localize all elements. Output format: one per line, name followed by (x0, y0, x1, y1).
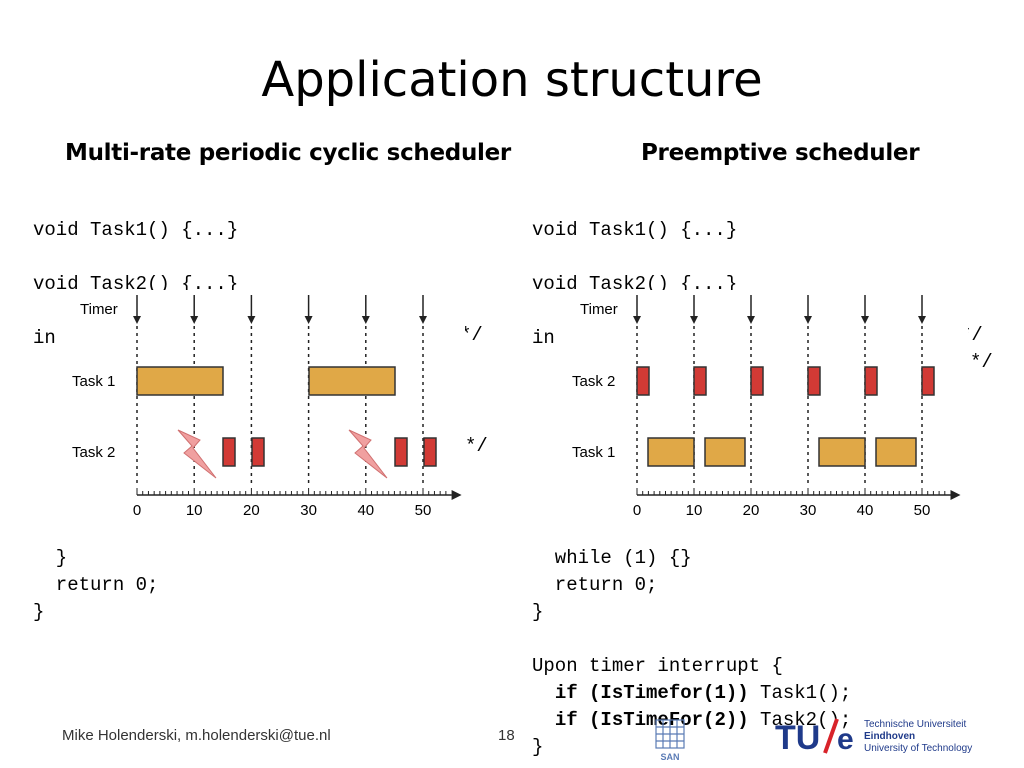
tue-line: Technische Universiteit (864, 719, 967, 730)
code-line: Upon timer interrupt { (532, 655, 783, 677)
diagram-background (60, 290, 465, 525)
timer-label: Timer (80, 301, 118, 318)
axis-tick-label: 40 (357, 502, 374, 519)
axis-tick-label: 10 (186, 502, 203, 519)
axis-tick-label: 20 (743, 502, 760, 519)
arrow-head-icon (861, 316, 869, 324)
code-line: } (33, 547, 68, 569)
task1-job (136, 366, 224, 396)
task1-job (647, 437, 695, 467)
axis-tick-label: 40 (857, 502, 874, 519)
code-line: } (33, 601, 45, 623)
tue-logo: TU e (775, 716, 854, 757)
task1-job (875, 437, 917, 467)
arrow-head-icon (304, 316, 313, 324)
code-line: void Task2() {...} (532, 273, 738, 295)
task2-job (394, 437, 408, 467)
code-line (33, 244, 238, 271)
left-code-fragment: */ (465, 435, 488, 457)
code-line: in (33, 327, 56, 349)
tue-line: University of Technology (864, 743, 973, 754)
task2-job (693, 366, 707, 396)
code-condition: if (IsTimefor(1)) (554, 682, 749, 704)
task2-job (807, 366, 821, 396)
task1-job (308, 366, 396, 396)
code-line: while (1) {} (532, 547, 692, 569)
cyclic-schedule-diagram: Timer Task 1 Task 2 0 10 20 30 40 50 (60, 290, 465, 525)
axis-tick-label: 0 (133, 502, 141, 519)
code-line: void Task1() {...} (33, 219, 239, 241)
code-line (532, 244, 737, 271)
axis-tick-label: 50 (415, 502, 432, 519)
left-code-top: void Task1() {...} void Task2() {...} in (33, 190, 238, 352)
arrow-head-icon (804, 316, 812, 324)
axis-tick-label: 50 (914, 502, 931, 519)
arrow-head-icon (633, 316, 641, 324)
arrow-head-icon (133, 316, 141, 324)
code-line: } (532, 601, 544, 623)
diagram-background (560, 290, 968, 522)
tue-mark-text: TU (775, 719, 820, 756)
axis-tick-label: 30 (300, 502, 317, 519)
axis-arrow-icon (950, 490, 961, 500)
san-grid (655, 719, 685, 749)
arrow-head-icon (918, 316, 926, 324)
axis-tick-label: 0 (633, 502, 641, 519)
code-line: } (532, 736, 544, 758)
row-label-task2: Task 2 (572, 373, 615, 390)
arrow-head-icon (361, 316, 370, 324)
code-line: return 0; (532, 574, 658, 596)
slide-title: Application structure (261, 52, 763, 108)
row-label-task1: Task 1 (72, 373, 115, 390)
row-label-task1: Task 1 (572, 444, 615, 461)
axis-tick-label: 20 (243, 502, 260, 519)
right-code-top: void Task1() {...} void Task2() {...} in (532, 190, 737, 352)
timer-label: Timer (580, 301, 618, 318)
left-code-bottom: } return 0;} (33, 518, 158, 626)
task2-job (864, 366, 878, 396)
right-heading: Preemptive scheduler (641, 140, 920, 166)
axis-tick-label: 30 (800, 502, 817, 519)
tue-slash (823, 718, 839, 754)
task2-job (222, 437, 236, 467)
tue-wordmark: Technische Universiteit Eindhoven Univer… (864, 719, 972, 755)
row-label-task2: Task 2 (72, 444, 115, 461)
code-line: if (IsTimefor(1)) Task1(); (532, 680, 851, 707)
interrupt-bolt-icon (177, 429, 217, 479)
tue-mark: TU e (775, 718, 854, 757)
tue-line: Eindhoven (864, 731, 916, 742)
interrupt-handler-code: Upon timer interrupt { if (IsTimefor(1))… (532, 626, 851, 761)
preemptive-schedule-diagram: Timer Task 2 Task 1 0 10 20 30 40 50 (560, 290, 968, 522)
arrow-head-icon (190, 316, 199, 324)
san-logo: SAN (655, 719, 685, 762)
code-line: void Task1() {...} (532, 219, 738, 241)
task1-job (704, 437, 746, 467)
right-code-bottom: while (1) {} return 0;} (532, 518, 692, 626)
task2-job (251, 437, 265, 467)
code-line: in (532, 327, 555, 349)
tue-e: e (837, 723, 854, 756)
task2-job (423, 437, 437, 467)
right-code-fragment: */ (970, 351, 993, 373)
code-call: Task1(); (748, 682, 852, 704)
task2-job (636, 366, 650, 396)
code-line: void Task2() {...} (33, 273, 239, 295)
page-number: 18 (498, 727, 515, 744)
code-line: return 0; (33, 574, 159, 596)
left-code-fragment: */ (460, 324, 483, 346)
axis-tick-label: 10 (686, 502, 703, 519)
arrow-head-icon (419, 316, 427, 324)
arrow-head-icon (690, 316, 698, 324)
code-call: Task2(); (748, 709, 852, 731)
axis-arrow-icon (451, 490, 462, 500)
task1-job (818, 437, 866, 467)
task2-job (921, 366, 935, 396)
san-text: SAN (660, 752, 679, 762)
task2-job (750, 366, 764, 396)
arrow-head-icon (247, 316, 256, 324)
interrupt-bolt-icon (348, 429, 388, 479)
left-heading: Multi-rate periodic cyclic scheduler (65, 140, 511, 166)
arrow-head-icon (747, 316, 755, 324)
footer-author: Mike Holenderski, m.holenderski@tue.nl (62, 727, 331, 744)
